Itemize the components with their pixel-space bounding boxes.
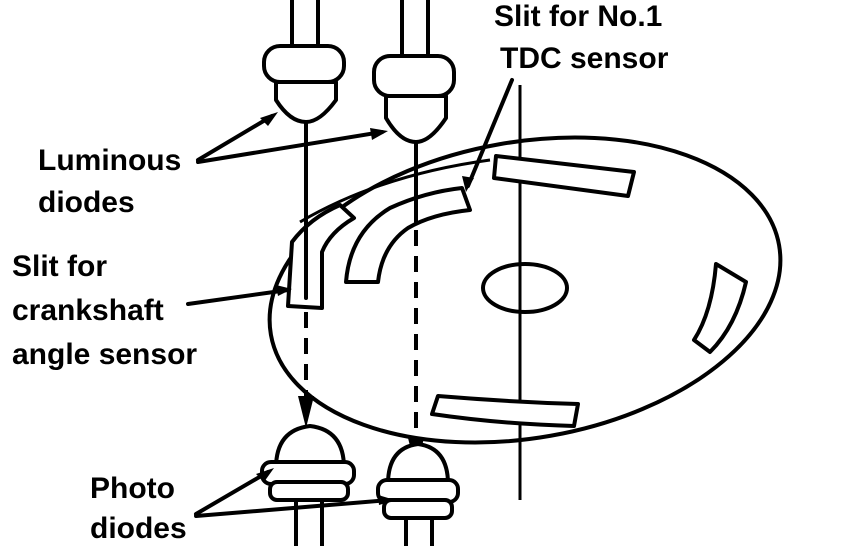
leader-luminous-left-tip: [260, 112, 278, 126]
arrow-left: [298, 396, 314, 428]
label-photo-line2: diodes: [90, 512, 187, 545]
leader-tdc-slit-tip: [462, 176, 474, 192]
photo-diode-left: [260, 424, 356, 546]
crank-slit-long: [286, 203, 356, 310]
leader-tdc-slit: [466, 78, 514, 188]
luminous-diode-right: [372, 0, 456, 224]
disc-slot-top: [492, 154, 636, 198]
rotor-inner-arc: [299, 158, 491, 224]
photo-diode-right: [376, 442, 460, 546]
leader-luminous-right: [196, 130, 384, 164]
leader-photo-right: [194, 498, 392, 518]
label-luminous-line2: diodes: [38, 186, 135, 219]
label-photo-line1: Photo: [90, 472, 175, 505]
disc-slot-bottom: [430, 394, 580, 428]
luminous-diode-left: [262, 0, 346, 300]
rotor-disc: [267, 135, 783, 445]
leader-crank-slit-tip: [276, 285, 292, 296]
leader-crank-slit: [186, 288, 290, 306]
leader-luminous-left: [196, 114, 274, 162]
center-hole: [481, 262, 569, 314]
crank-slit-tdc: [344, 186, 472, 284]
label-slit-tdc-line2: TDC sensor: [500, 42, 669, 75]
leader-luminous-right-tip: [370, 128, 388, 140]
label-slit-tdc-line1: Slit for No.1: [494, 0, 662, 33]
label-slit-crank-line3: angle sensor: [12, 338, 197, 371]
leader-photo-left-tip: [256, 468, 274, 482]
label-luminous-line1: Luminous: [38, 144, 181, 177]
leader-photo-left: [194, 470, 270, 516]
label-slit-crank-line1: Slit for: [12, 250, 107, 283]
leader-photo-right-tip: [378, 495, 395, 505]
disc-slot-right: [692, 262, 748, 354]
label-slit-crank-line2: crankshaft: [12, 294, 164, 327]
